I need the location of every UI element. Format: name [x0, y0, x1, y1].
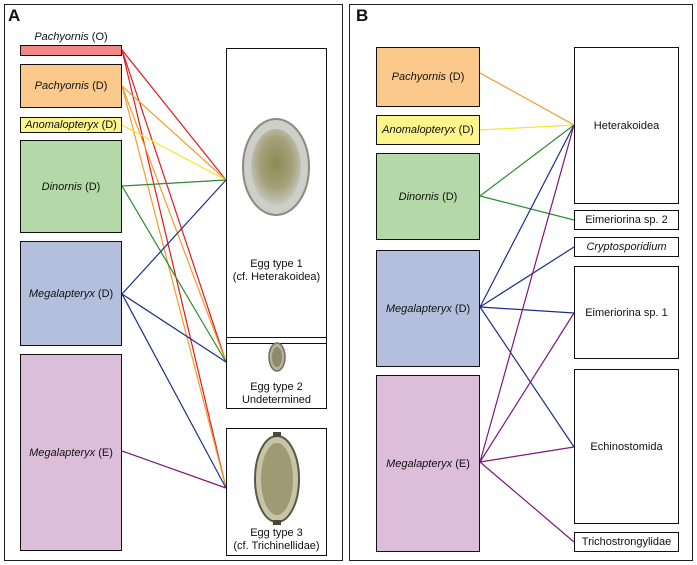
b-link-megalapteryx_e-heterakoidea: [479, 124, 575, 463]
b-link-anomalopteryx_d-heterakoidea: [479, 124, 575, 131]
host-box-a-megalapteryx-e: Megalapteryx (E): [20, 354, 122, 551]
egg-type-3-label: Egg type 3 (cf. Trichinellidae): [233, 527, 320, 552]
b-link-megalapteryx_d-cryptosporidium: [479, 246, 575, 308]
a-link-dinornis_d-egg1: [121, 179, 227, 187]
b-link-megalapteryx_e-trichostrongylidae: [479, 461, 575, 543]
panel-a-letter: A: [8, 6, 21, 25]
a-link-pachyornis_o-egg3: [121, 49, 227, 489]
a-link-pachyornis_o-egg1: [121, 49, 227, 181]
parasite-box-cryptosporidium: Cryptosporidium: [574, 237, 679, 257]
egg-type-2-image: [268, 342, 286, 372]
host-box-b-anomalopteryx-d: Anomalopteryx (D): [376, 115, 480, 145]
host-box-a-pachyornis-d: Pachyornis (D): [20, 64, 122, 108]
parasite-box-eimeriorina-1: Eimeriorina sp. 1: [574, 266, 679, 359]
host-box-a-anomalopteryx-d: Anomalopteryx (D): [20, 117, 122, 133]
a-link-pachyornis_d-egg1: [121, 85, 227, 181]
b-link-dinornis_d-eimeriorina2: [479, 195, 575, 221]
a-link-pachyornis_d-egg3: [121, 85, 227, 489]
egg-type-2-label: Egg type 2 Undetermined: [241, 381, 312, 406]
egg-type-1-label: Egg type 1 (cf. Heterakoidea): [232, 258, 321, 283]
a-link-megalapteryx_d-egg1: [121, 179, 227, 295]
host-box-a-dinornis-d: Dinornis (D): [20, 140, 122, 233]
a-link-megalapteryx_d-egg3: [121, 293, 227, 489]
a-link-pachyornis_o-egg2: [121, 49, 227, 363]
b-link-megalapteryx_d-heterakoidea: [479, 124, 575, 308]
b-link-megalapteryx_d-eimeriorina1: [479, 306, 575, 314]
parasite-box-heterakoidea: Heterakoidea: [574, 47, 679, 204]
a-link-anomalopteryx_d-egg1: [121, 124, 227, 181]
egg-box-2: Egg type 2 Undetermined: [226, 337, 327, 409]
parasite-box-trichostrongylidae: Trichostrongylidae: [574, 532, 679, 552]
egg-type-1-image: [242, 118, 310, 216]
host-box-a-megalapteryx-d: Megalapteryx (D): [20, 241, 122, 346]
b-link-megalapteryx_e-echinostomida: [479, 446, 575, 463]
host-box-b-megalapteryx-d: Megalapteryx (D): [376, 250, 480, 367]
host-box-b-dinornis-d: Dinornis (D): [376, 153, 480, 240]
egg-box-1: Egg type 1 (cf. Heterakoidea): [226, 48, 327, 344]
host-box-a-pachyornis-o: [20, 45, 122, 56]
a-link-pachyornis_d-egg2: [121, 85, 227, 363]
a-link-megalapteryx_e-egg3: [121, 450, 227, 489]
a-link-megalapteryx_d-egg2: [121, 293, 227, 363]
b-link-dinornis_d-heterakoidea: [479, 124, 575, 197]
b-link-pachyornis_d-heterakoidea: [479, 72, 575, 126]
a-link-dinornis_d-egg2: [121, 185, 227, 363]
host-box-b-pachyornis-d: Pachyornis (D): [376, 47, 480, 107]
host-box-b-megalapteryx-e: Megalapteryx (E): [376, 375, 480, 552]
host-label-a-pachyornis-o: Pachyornis (O): [34, 31, 108, 43]
b-link-megalapteryx_e-eimeriorina1: [479, 312, 575, 463]
parasite-box-eimeriorina-2: Eimeriorina sp. 2: [574, 210, 679, 230]
panel-b-letter: B: [356, 6, 369, 25]
parasite-box-echinostomida: Echinostomida: [574, 369, 679, 524]
egg-type-3-image: [254, 432, 300, 525]
egg-box-3: Egg type 3 (cf. Trichinellidae): [226, 428, 327, 556]
b-link-megalapteryx_d-echinostomida: [479, 306, 575, 448]
